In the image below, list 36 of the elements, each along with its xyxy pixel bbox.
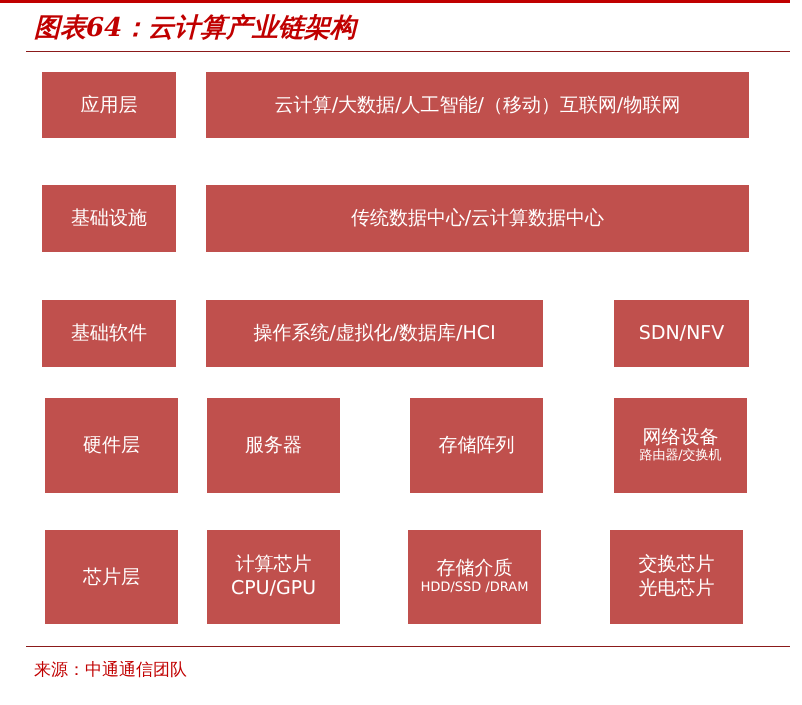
box-subtext: HDD/SSD /DRAM <box>420 580 528 597</box>
source-note: 来源：中通通信团队 <box>34 659 187 681</box>
box-label: 计算芯片 <box>236 553 312 576</box>
layer-box <box>206 185 749 252</box>
layer-box <box>410 398 543 493</box>
layer-box <box>42 300 176 367</box>
box-label: 网络设备 <box>642 426 718 448</box>
box-subtext: CPU/GPU <box>230 576 316 601</box>
layer-box <box>206 300 543 367</box>
layer-box <box>614 300 749 367</box>
layer-box <box>610 530 743 624</box>
box-label: 服务器 <box>245 434 302 457</box>
layer-box <box>45 530 178 624</box>
box-label: 存储介质 <box>436 557 512 580</box>
box-subtext: 路由器/交换机 <box>639 448 722 466</box>
box-label: 操作系统/虚拟化/数据库/HCI <box>253 322 496 345</box>
box-label: 传统数据中心/云计算数据中心 <box>350 207 604 230</box>
layer-box <box>42 185 176 252</box>
box-label: 芯片层 <box>83 566 140 588</box>
box-label: 基础软件 <box>71 322 147 345</box>
layer-box <box>408 530 541 624</box>
box-label: SDN/NFV <box>638 322 724 345</box>
box-subtext: 光电芯片 <box>638 576 714 601</box>
layer-box <box>45 398 178 493</box>
layer-box <box>207 398 340 493</box>
diagram-title: 图表64：云计算产业链架构 <box>34 12 356 45</box>
layer-box <box>207 530 340 624</box>
box-label: 应用层 <box>80 94 138 116</box>
box-label: 交换芯片 <box>638 553 714 576</box>
layer-box <box>206 72 749 138</box>
layer-box <box>614 398 747 493</box>
box-label: 硬件层 <box>83 434 140 457</box>
box-label: 存储阵列 <box>438 434 514 457</box>
box-label: 基础设施 <box>71 207 147 230</box>
layer-box <box>42 72 176 138</box>
box-label: 云计算/大数据/人工智能/（移动）互联网/物联网 <box>274 94 680 116</box>
